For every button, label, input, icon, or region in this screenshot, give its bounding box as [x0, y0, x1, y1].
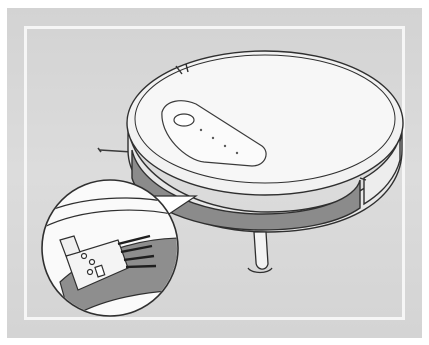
support-foot: [248, 232, 272, 273]
side-brush-left: [98, 148, 132, 152]
